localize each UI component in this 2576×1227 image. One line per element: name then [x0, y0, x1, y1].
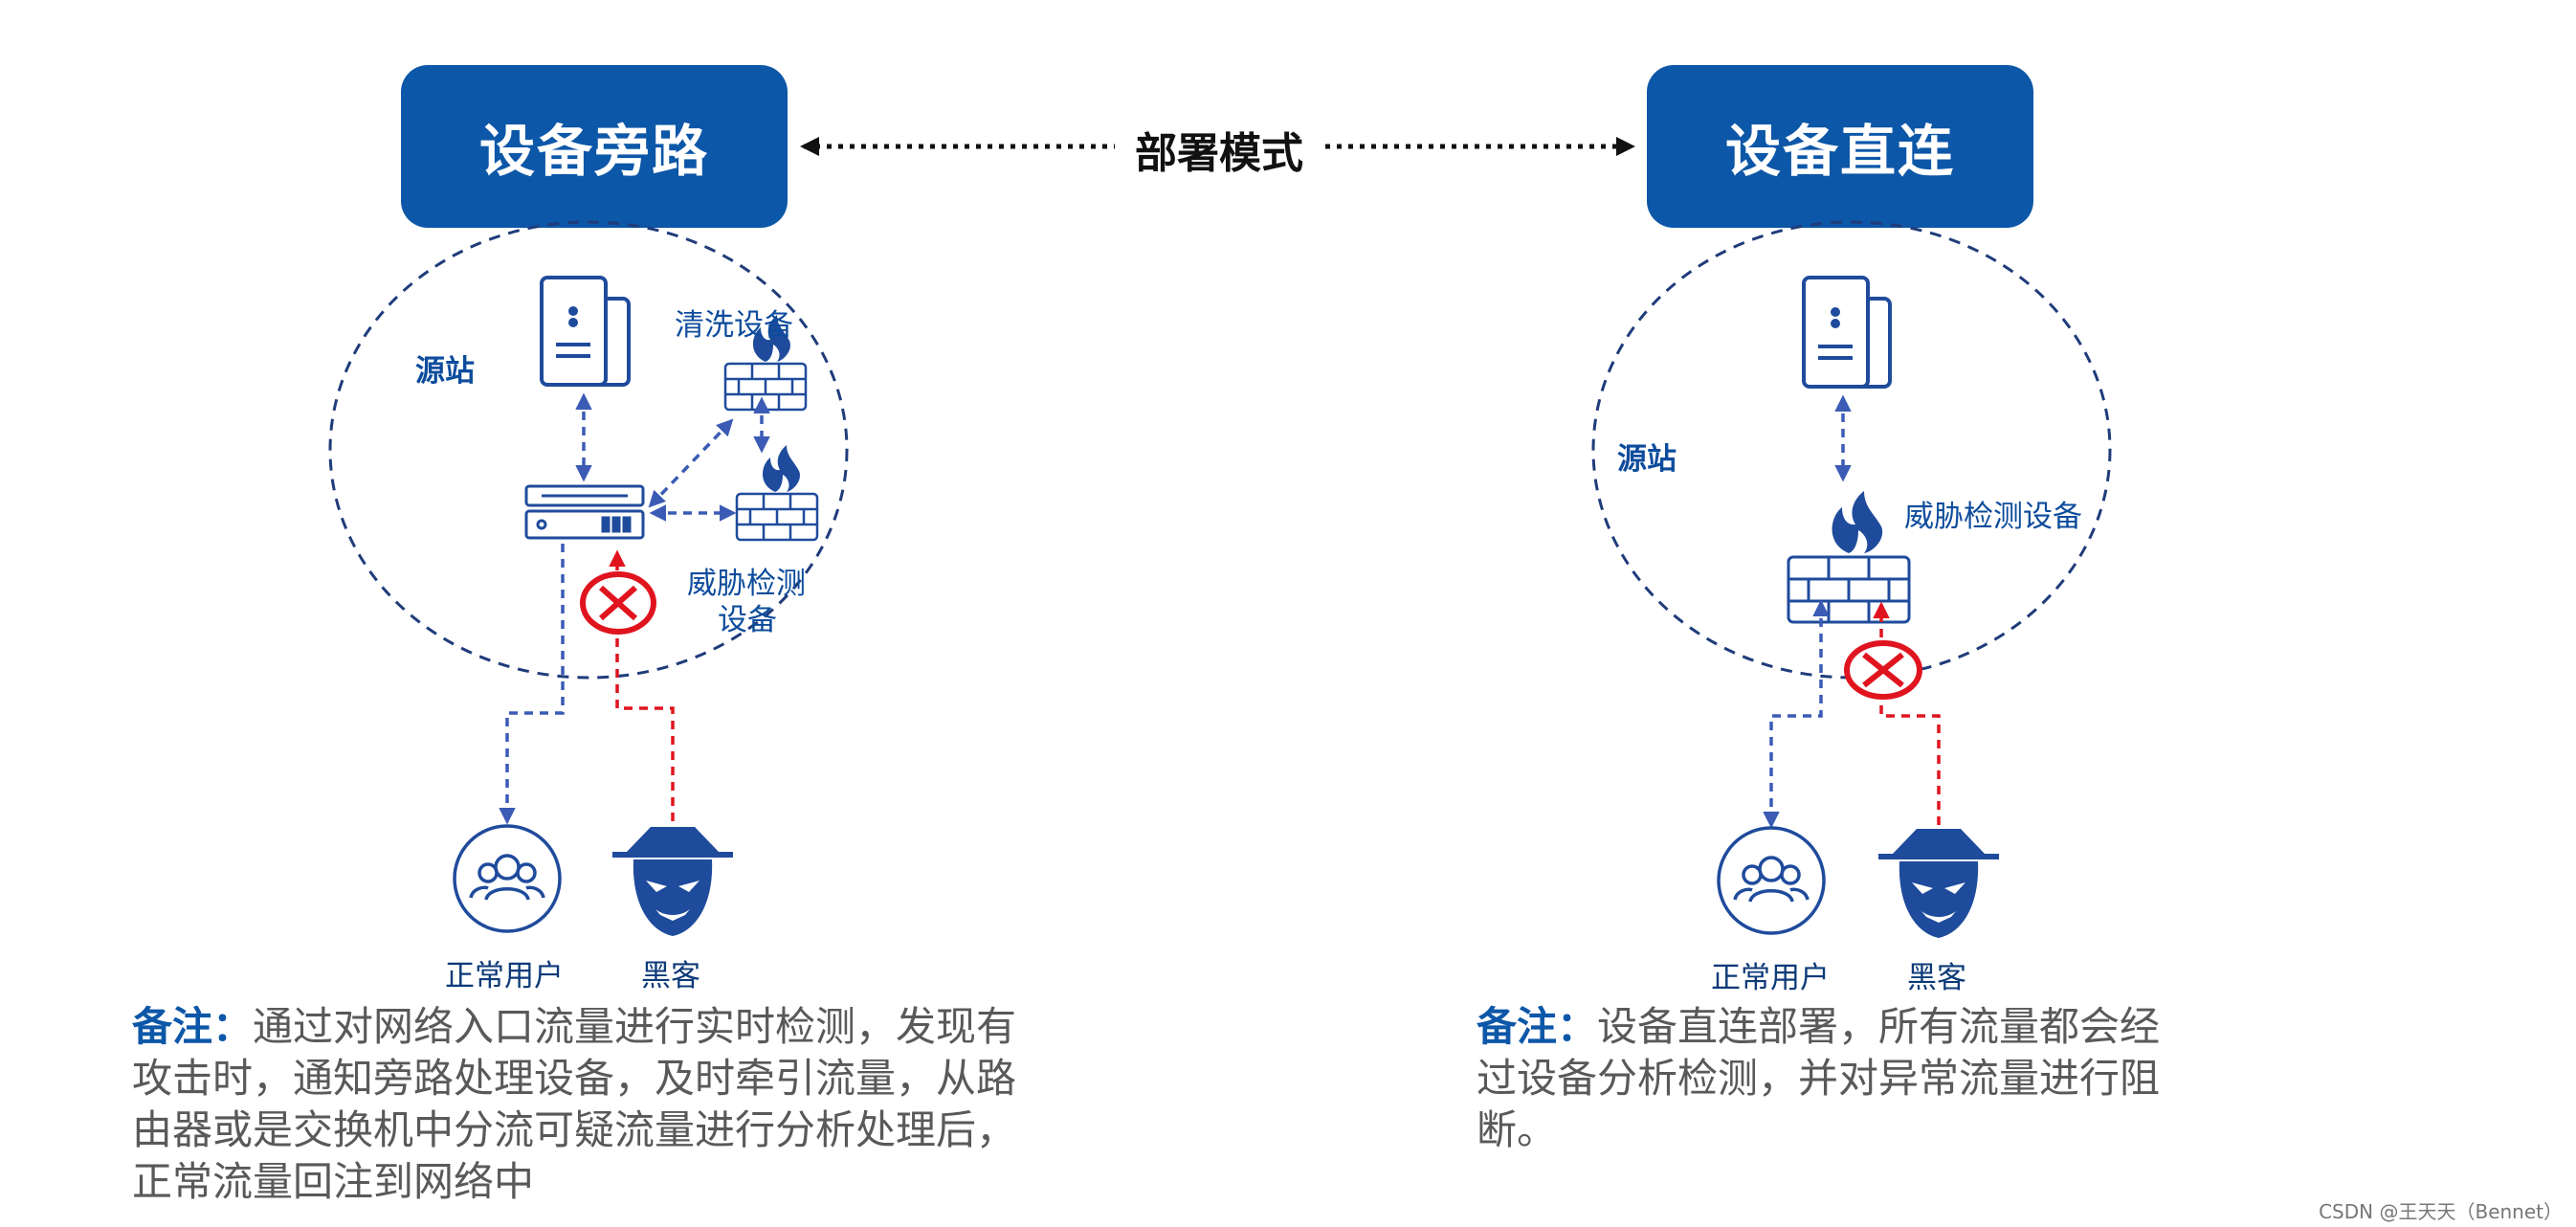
right-block-icon	[1844, 640, 1922, 700]
deployment-mode-title: 部署模式	[1135, 129, 1303, 178]
cleaning-device-label: 清洗设备	[675, 308, 793, 343]
right-note-heading: 备注：	[1477, 1003, 1598, 1050]
left-block-icon	[580, 571, 656, 635]
left-note-heading: 备注：	[132, 1003, 254, 1050]
right-threat-detection-firewall-icon	[1787, 491, 1911, 624]
left-threat-label-line1: 威胁检测	[687, 567, 806, 601]
left-threat-detection-firewall-icon	[735, 445, 819, 542]
left-user-label: 正常用户	[445, 959, 564, 993]
mode-box-bypass: 设备旁路	[401, 65, 788, 228]
left-note: 备注：通过对网络入口流量进行实时检测，发现有 攻击时，通知旁路处理设备，及时牵引…	[132, 1001, 1016, 1208]
right-normal-user-icon	[1717, 826, 1826, 935]
left-origin-server-icon	[540, 276, 631, 387]
right-note: 备注：设备直连部署，所有流量都会经 过设备分析检测，并对异常流量进行阻 断。	[1477, 1001, 2160, 1156]
right-note-line-2: 过设备分析检测，并对异常流量进行阻	[1477, 1055, 2161, 1102]
right-user-label: 正常用户	[1711, 961, 1830, 995]
left-note-line-3: 由器或是交换机中分流可疑流量进行分析处理后，	[132, 1106, 1017, 1153]
right-traffic-paths	[1763, 394, 1852, 829]
right-hacker-icon	[1878, 829, 1999, 938]
right-attack-path	[1873, 601, 1941, 825]
left-threat-label-line2: 设备	[718, 603, 777, 637]
right-origin-server-icon	[1802, 276, 1892, 389]
left-normal-user-icon	[453, 824, 562, 933]
router-switch-icon	[524, 484, 645, 540]
right-note-line-1: 设备直连部署，所有流量都会经	[1597, 1003, 2161, 1050]
left-hacker-label: 黑客	[641, 959, 700, 993]
mode-box-direct: 设备直连	[1647, 65, 2033, 228]
cleaning-device-firewall-icon	[723, 315, 808, 412]
right-threat-label: 威胁检测设备	[1904, 500, 2082, 534]
watermark: CSDN @王天天（Bennet）	[2319, 1200, 2563, 1223]
left-traffic-paths	[499, 392, 770, 825]
left-hacker-icon	[612, 827, 733, 936]
right-hacker-label: 黑客	[1907, 961, 1966, 995]
right-source-label: 源站	[1617, 442, 1677, 477]
left-source-label: 源站	[415, 354, 475, 389]
left-note-line-2: 攻击时，通知旁路处理设备，及时牵引流量，从路	[132, 1055, 1017, 1102]
left-note-line-4: 正常流量回注到网络中	[132, 1158, 535, 1205]
left-network-boundary	[328, 220, 849, 680]
left-note-line-1: 通过对网络入口流量进行实时检测，发现有	[253, 1003, 1017, 1050]
right-note-line-3: 断。	[1477, 1106, 1558, 1153]
